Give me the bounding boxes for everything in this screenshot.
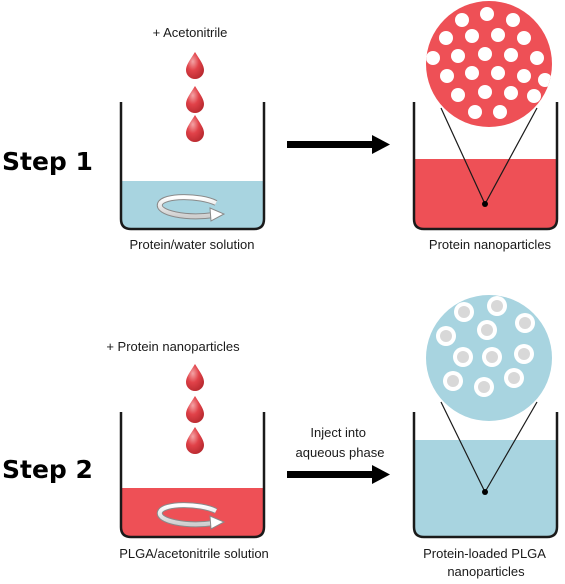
step-2-drops bbox=[186, 364, 204, 454]
right-arrow-icon bbox=[287, 465, 390, 484]
step-1-additive-label: + Acetonitrile bbox=[153, 25, 228, 40]
right-arrow-icon bbox=[287, 135, 390, 154]
step-1-label: Step 1 bbox=[2, 147, 93, 176]
sample-point bbox=[482, 489, 488, 495]
step-1-left-beaker-label: Protein/water solution bbox=[129, 237, 254, 252]
beaker-outline bbox=[119, 102, 266, 231]
zoom-circle-icon bbox=[426, 295, 552, 421]
drop-icon bbox=[186, 115, 204, 142]
protein-liquid bbox=[414, 159, 557, 229]
step-1-left-beaker bbox=[119, 102, 266, 231]
water-liquid bbox=[414, 440, 557, 537]
water-liquid bbox=[121, 181, 264, 229]
step-2-left-beaker-label: PLGA/acetonitrile solution bbox=[119, 546, 269, 561]
plga-liquid bbox=[121, 488, 264, 537]
beaker-outline bbox=[119, 412, 266, 539]
step-2-arrow-label: Inject into aqueous phase bbox=[296, 425, 385, 460]
drop-icon bbox=[186, 86, 204, 113]
sample-point bbox=[482, 201, 488, 207]
stir-arrow-icon bbox=[156, 194, 226, 222]
step-1-right-beaker-label: Protein nanoparticles bbox=[429, 237, 552, 252]
step-2-right-beaker bbox=[412, 401, 559, 539]
step-1-right-beaker bbox=[412, 102, 559, 231]
drop-icon bbox=[186, 364, 204, 391]
drop-icon bbox=[186, 427, 204, 454]
step-1-drops bbox=[186, 52, 204, 142]
step-2-left-beaker bbox=[119, 412, 266, 539]
stir-arrow-icon bbox=[156, 502, 226, 530]
beaker-outline bbox=[412, 412, 559, 539]
step-1: Step 1 + Acetonitrile Protein/water solu… bbox=[2, 1, 559, 252]
drop-icon bbox=[186, 396, 204, 423]
drop-icon bbox=[186, 52, 204, 79]
beaker-outline bbox=[412, 102, 559, 231]
step-2-additive-label: + Protein nanoparticles bbox=[106, 339, 240, 354]
step-2-right-beaker-label: Protein-loaded PLGA nanoparticles bbox=[423, 546, 549, 579]
zoom-circle-icon bbox=[426, 1, 552, 127]
step-2-label: Step 2 bbox=[2, 455, 93, 484]
step-2: Step 2 + Protein nanoparticles PLGA/acet… bbox=[2, 295, 559, 579]
